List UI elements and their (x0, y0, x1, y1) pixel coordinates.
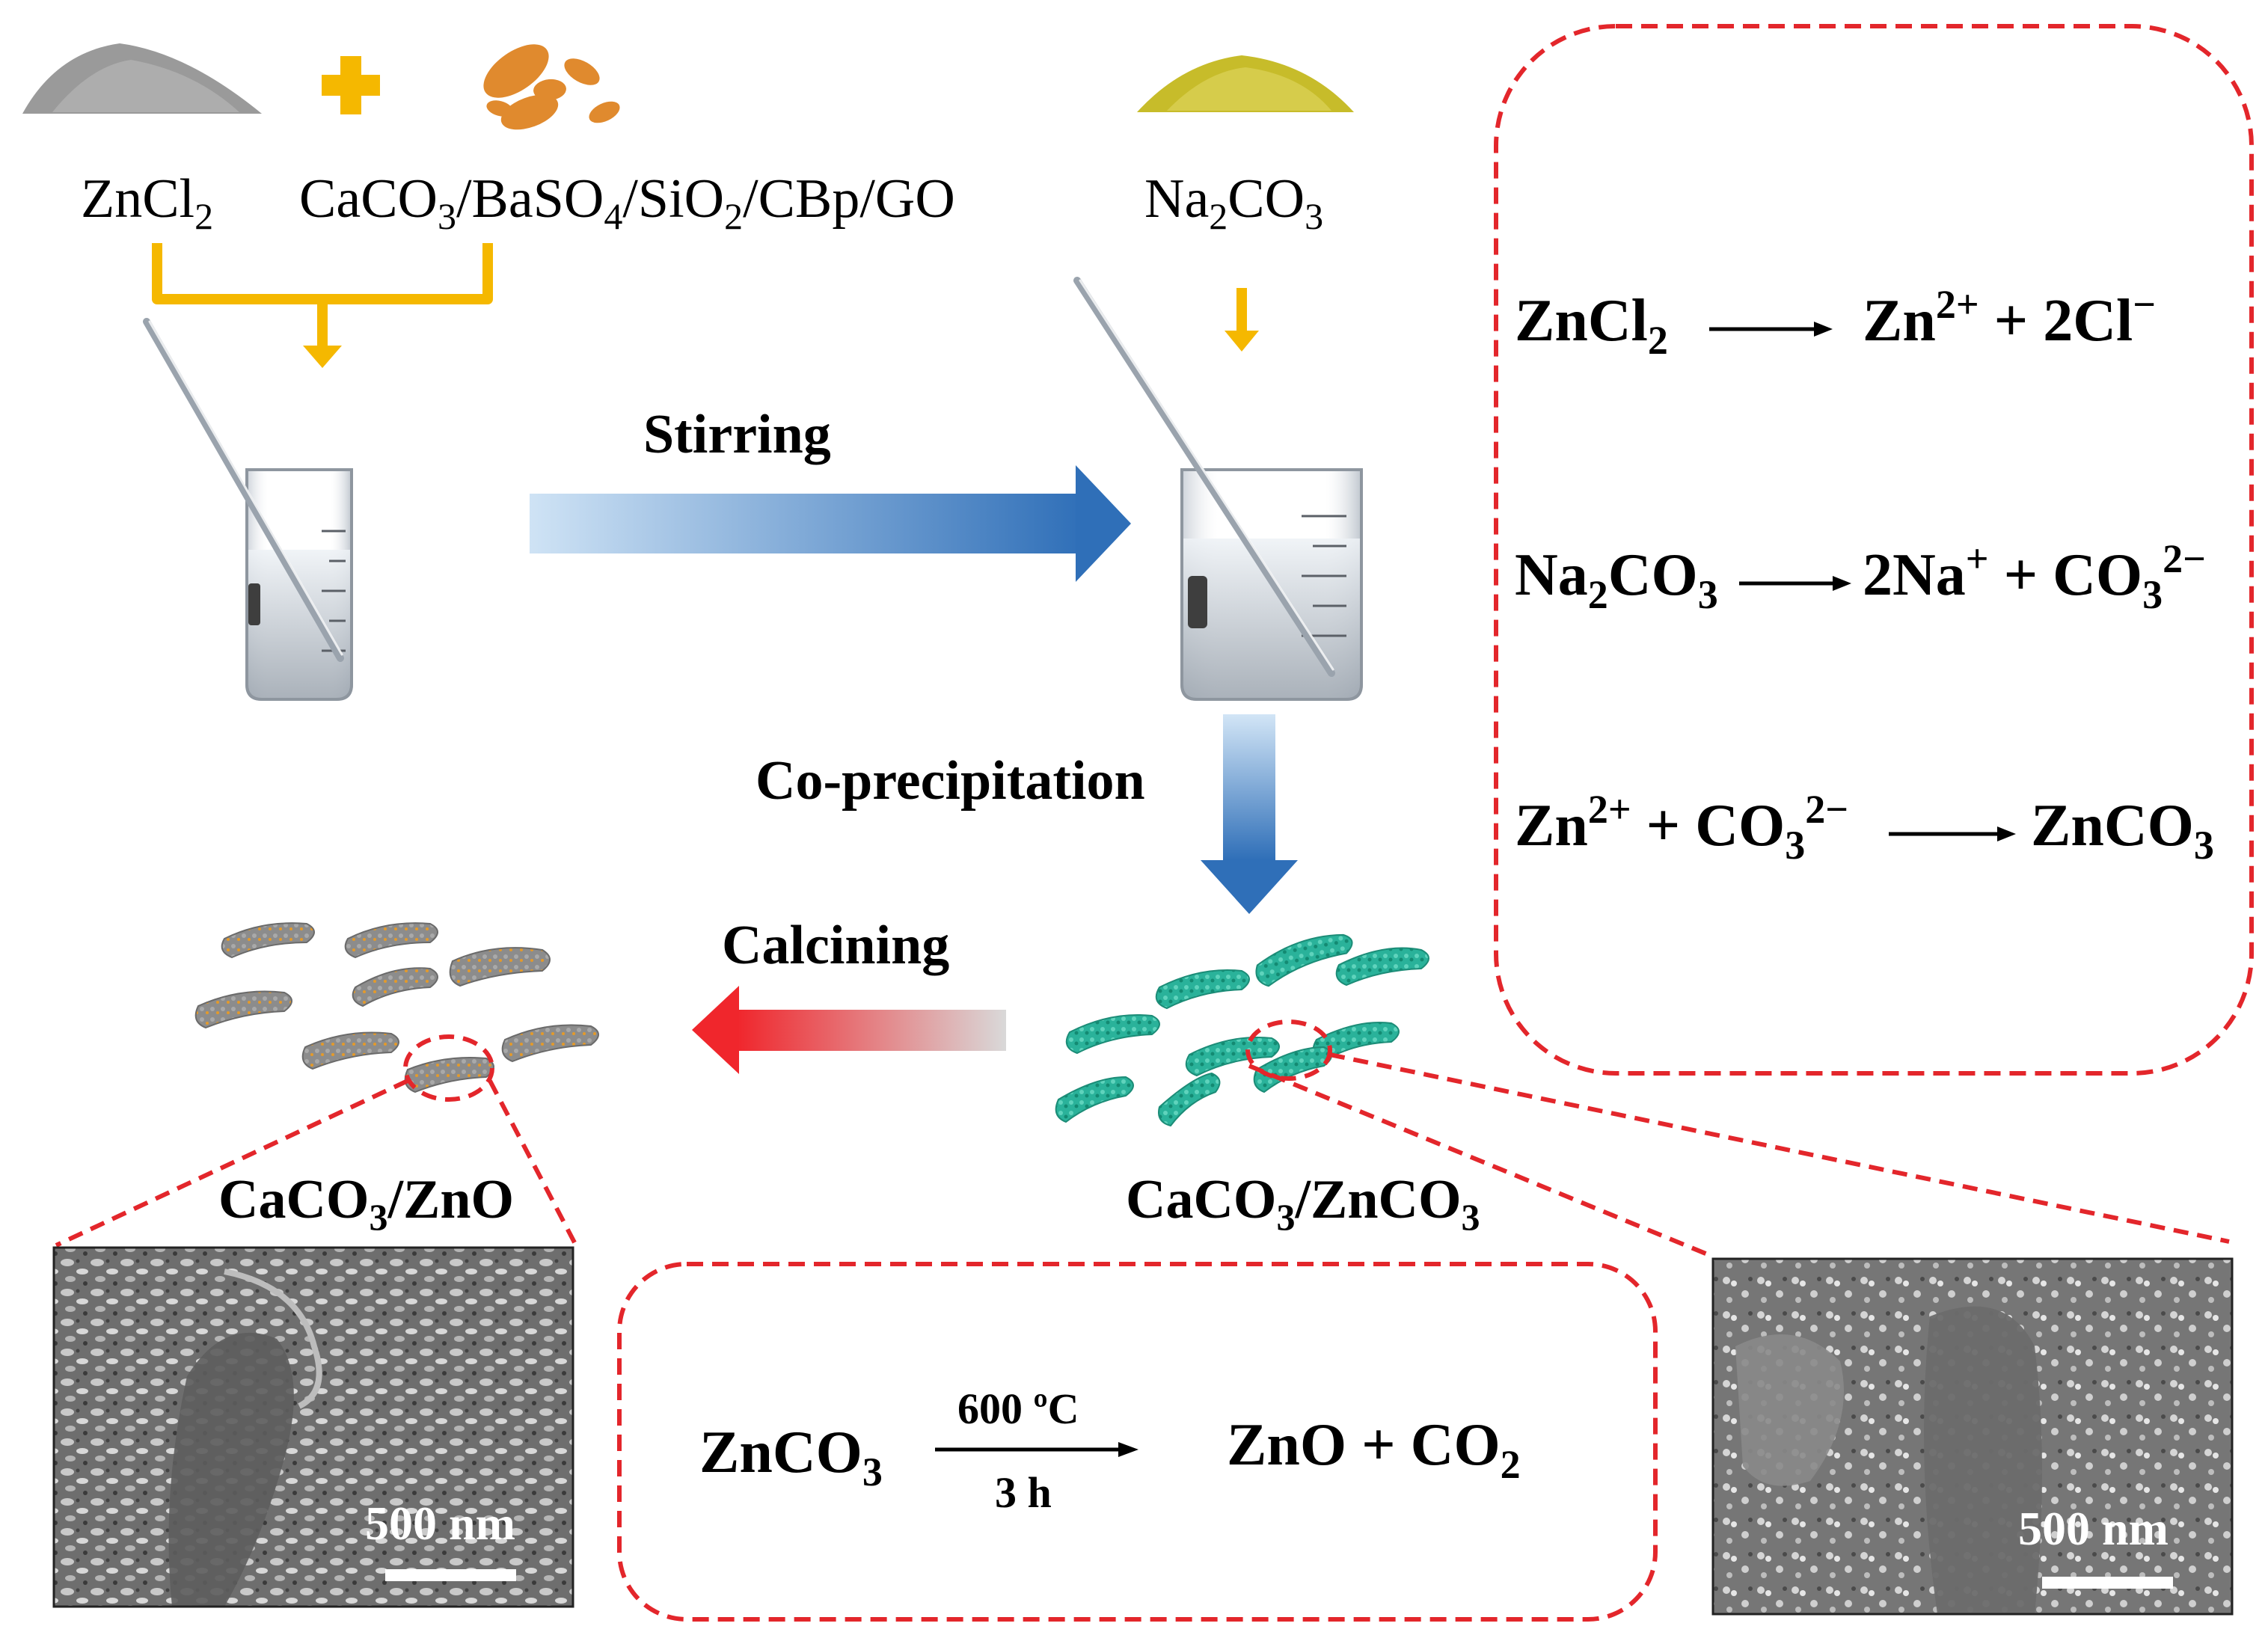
sem-image-left: 500 nm (52, 1246, 574, 1608)
coprecipitation-label: Co-precipitation (756, 750, 1145, 812)
equation-1: ZnCl2 Zn2+ + 2Cl− (1515, 282, 2156, 363)
svg-text:2Na+ + CO32−: 2Na+ + CO32− (1863, 536, 2206, 617)
calcination-temperature: 600 ºC (957, 1384, 1079, 1433)
svg-text:ZnCl2: ZnCl2 (1515, 288, 1668, 363)
scale-label-right: 500 nm (2018, 1502, 2169, 1555)
feed-arrow-head (303, 346, 342, 368)
stirring-label: Stirring (643, 404, 831, 465)
svg-text:ZnO + CO2: ZnO + CO2 (1227, 1412, 1521, 1487)
zncl2-powder-icon (22, 43, 262, 114)
equation-3: Zn2+ + CO32− ZnCO3 (1515, 787, 2214, 868)
precursor-product-label: CaCO3/ZnCO3 (1126, 1169, 1480, 1238)
scale-bar-right (2042, 1577, 2173, 1589)
template-label: CaCO3/BaSO4/SiO2/CBp/GO (299, 168, 955, 237)
stirring-arrow (530, 465, 1131, 582)
plus-icon (322, 56, 380, 114)
coprecipitation-arrow (1201, 714, 1298, 914)
calcination-equation: ZnCO3 600 ºC 3 h ZnO + CO2 (699, 1384, 1521, 1517)
beaker-right (1073, 277, 1363, 701)
sem-image-right: 500 nm (1711, 1257, 2234, 1616)
svg-text:Na2CO3: Na2CO3 (1515, 542, 1718, 617)
calcination-time: 3 h (995, 1468, 1052, 1517)
zncl2-label: ZnCl2 (81, 168, 213, 237)
na2co3-label: Na2CO3 (1144, 168, 1323, 237)
equations-box (1494, 24, 2254, 1076)
svg-text:ZnCO3: ZnCO3 (2031, 793, 2214, 868)
scale-bar-left (385, 1569, 516, 1581)
teal-particles (1055, 933, 1429, 1127)
scale-label-left: 500 nm (365, 1497, 515, 1550)
feed-bracket-arrow (152, 243, 493, 352)
svg-text:ZnCO3: ZnCO3 (699, 1420, 883, 1494)
zoom-callouts (55, 1019, 2230, 1259)
calcining-label: Calcining (722, 915, 949, 976)
svg-text:Zn2+ + 2Cl−: Zn2+ + 2Cl− (1863, 282, 2156, 354)
template-particles-icon (483, 44, 620, 130)
gray-particles (194, 922, 599, 1094)
beaker-left (143, 318, 353, 701)
na2co3-powder-icon (1137, 55, 1354, 112)
equation-2: Na2CO3 2Na+ + CO32− (1515, 536, 2206, 617)
svg-text:Zn2+ + CO32−: Zn2+ + CO32− (1515, 787, 1848, 868)
calcination-box (617, 1262, 1658, 1622)
na2co3-feed-arrow (1225, 288, 1259, 352)
final-product-label: CaCO3/ZnO (218, 1169, 514, 1238)
calcining-arrow (692, 986, 1006, 1074)
